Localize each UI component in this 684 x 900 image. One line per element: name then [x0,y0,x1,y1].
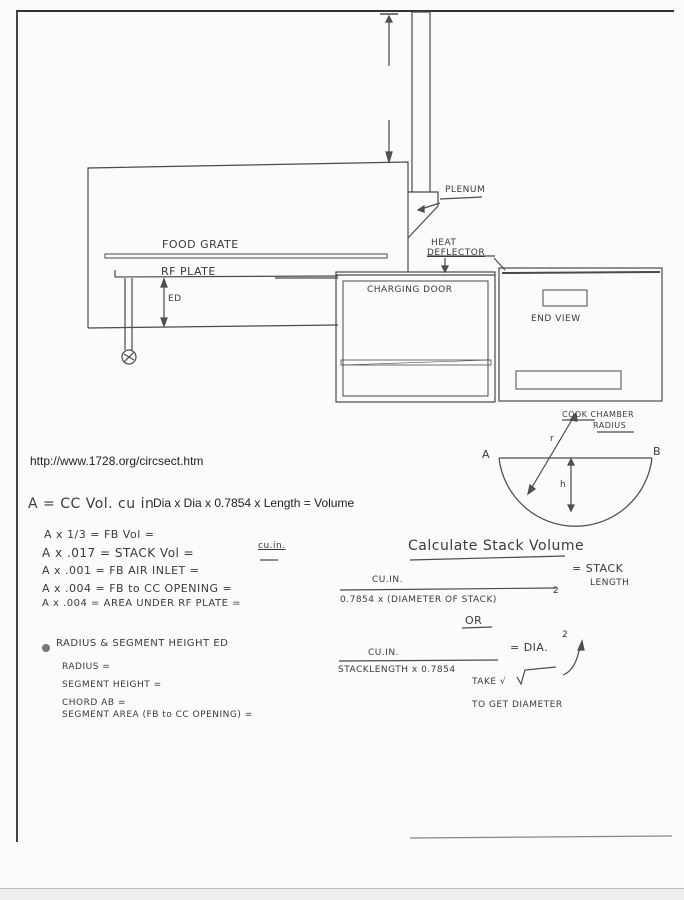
firebox [335,255,496,403]
segment-h-label: h [560,480,567,490]
cook-chamber-radius-label-1: COOK CHAMBER [562,410,635,419]
formula1-exponent: 2 [553,586,559,596]
formula1-result-1: = STACK [572,562,624,575]
bullet-icon [42,644,50,652]
cc-vol-label: A = CC Vol. cu in [28,496,155,512]
sqrt-note-2: TO GET DIAMETER [472,700,563,710]
formula2-result: = DIA. [510,641,549,654]
plenum-label: PLENUM [445,185,486,195]
ratio-item: A x 1/3 = FB Vol = [44,528,155,541]
reference-url: http://www.1728.org/circsect.htm [30,454,204,468]
formula1-denominator: 0.7854 x (DIAMETER OF STACK) [340,595,497,605]
segment-item: SEGMENT AREA (FB to CC OPENING) = [62,710,253,720]
ed-label: ED [168,294,182,304]
segment-item: RADIUS = [62,662,111,672]
stack [380,11,431,192]
heat-deflector-label-1: HEAT [431,238,457,248]
cook-chamber-radius-label-2: RADIUS [593,421,627,430]
point-b-label: B [653,445,662,458]
scanner-edge [0,888,684,900]
ratio-item: A x .001 = FB AIR INLET = [42,564,200,577]
heat-deflector-label-2: DEFLECTOR [427,248,486,258]
food-grate [104,253,388,259]
end-view [493,257,663,402]
segment-item: SEGMENT HEIGHT = [62,680,162,690]
formula2-exponent: 2 [562,630,568,640]
rf-plate [114,270,339,365]
food-grate-label: FOOD GRATE [162,238,239,251]
end-view-label: END VIEW [531,314,581,324]
formula2-denominator: STACKLENGTH x 0.7854 [338,665,456,675]
charging-door-label: CHARGING DOOR [367,285,453,295]
volume-formula: Dia x Dia x 0.7854 x Length = Volume [153,496,355,510]
radius-r-label: r [550,434,555,444]
formula1-result-2: LENGTH [590,578,630,588]
or-label: OR [465,614,483,627]
formula-lines [260,555,673,839]
formula1-numerator: CU.IN. [372,575,403,585]
paper-sheet [16,10,674,842]
cook-chamber [87,161,409,329]
rf-plate-label: RF PLATE [161,265,216,278]
segment-heading: RADIUS & SEGMENT HEIGHT ED [56,638,229,649]
stack-calc-title: Calculate Stack Volume [408,538,585,554]
unit-label: cu.in. [258,541,286,551]
segment-item: CHORD AB = [62,698,126,708]
plenum [407,191,483,239]
ratio-item: A x .004 = AREA UNDER RF PLATE = [42,598,241,609]
ratio-item: A x .004 = FB to CC OPENING = [42,582,233,595]
point-a-label: A [482,448,491,461]
sqrt-note-1: TAKE √ [472,677,507,687]
ratio-item: A x .017 = STACK Vol = [42,546,195,560]
formula2-numerator: CU.IN. [368,648,399,658]
segment-diagram [498,411,653,527]
